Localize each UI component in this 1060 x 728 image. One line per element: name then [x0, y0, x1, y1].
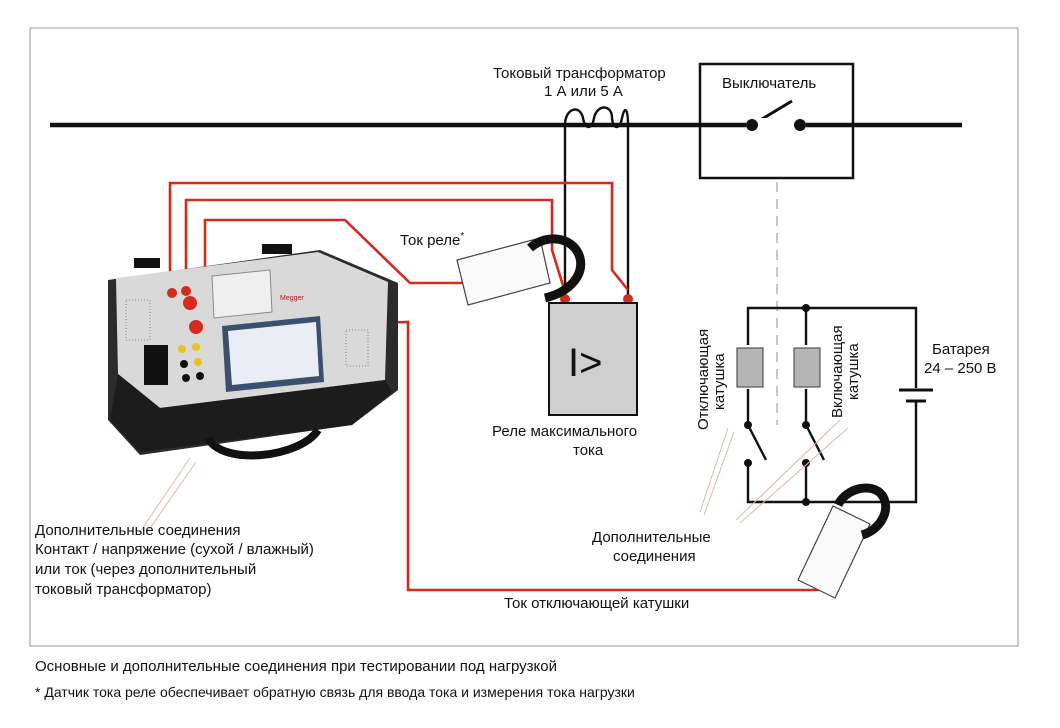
dc-control-circuit [746, 306, 918, 504]
device-socket-2 [181, 286, 191, 296]
overcurrent-relay-box [548, 302, 638, 416]
device-brand: Megger [280, 295, 304, 302]
extra-connections-left-line3: или ток (через дополнительный [35, 561, 257, 578]
caption-title: Основные и дополнительные соединения при… [35, 658, 557, 675]
ct-label-line2: 1 А или 5 А [544, 83, 623, 100]
device-socket-3 [183, 296, 197, 310]
device-socket-1 [167, 288, 177, 298]
trip-coil-current-label: Ток отключающей катушки [504, 595, 690, 612]
close-contact-bottom [802, 459, 810, 467]
device-socket-4 [189, 320, 203, 334]
trip-coil-label-1: Отключающая [695, 329, 712, 430]
battery-label-line1: Батарея [932, 341, 990, 358]
caption-footnote: * Датчик тока реле обеспечивает обратную… [35, 684, 635, 700]
test-set-device: Megger [108, 244, 398, 460]
relay-label-line2: тока [573, 442, 604, 459]
relay-terminal-right [623, 294, 633, 304]
trip-coil-label-2: катушка [711, 353, 728, 410]
extra-connections-left-line2: Контакт / напряжение (сухой / влажный) [35, 541, 314, 558]
trip-contact-top [744, 421, 752, 429]
close-coil-label-1: Включающая [829, 325, 846, 418]
relay-current-label: Ток реле* [400, 231, 465, 249]
device-printer [211, 269, 273, 319]
close-contact-top [802, 421, 810, 429]
extra-connections-right-line1: Дополнительные [592, 529, 711, 546]
relay-symbol: I> [568, 341, 602, 385]
close-coil-label-2: катушка [845, 343, 862, 400]
trip-coil [736, 347, 764, 388]
relay-label-line1: Реле максимального [492, 423, 638, 440]
diagram-frame [29, 27, 1019, 647]
extra-connections-right-line2: соединения [613, 548, 696, 565]
close-coil [793, 347, 821, 388]
battery-label-line2: 24 – 250 В [924, 360, 997, 377]
relay-current-clamp [456, 234, 586, 306]
relay-terminal-left [560, 294, 570, 304]
ct-label-line1: Токовый трансформатор [493, 65, 666, 82]
current-transformer-coil [563, 106, 630, 297]
trip-contact-bottom [744, 459, 752, 467]
trip-coil-current-clamp [797, 483, 891, 599]
leader-lines [139, 419, 849, 535]
breaker-label: Выключатель [722, 75, 817, 92]
device-power-socket [144, 345, 168, 385]
extra-connections-left-line1: Дополнительные соединения [35, 522, 241, 539]
extra-connections-left-line4: токовый трансформатор) [35, 581, 212, 598]
